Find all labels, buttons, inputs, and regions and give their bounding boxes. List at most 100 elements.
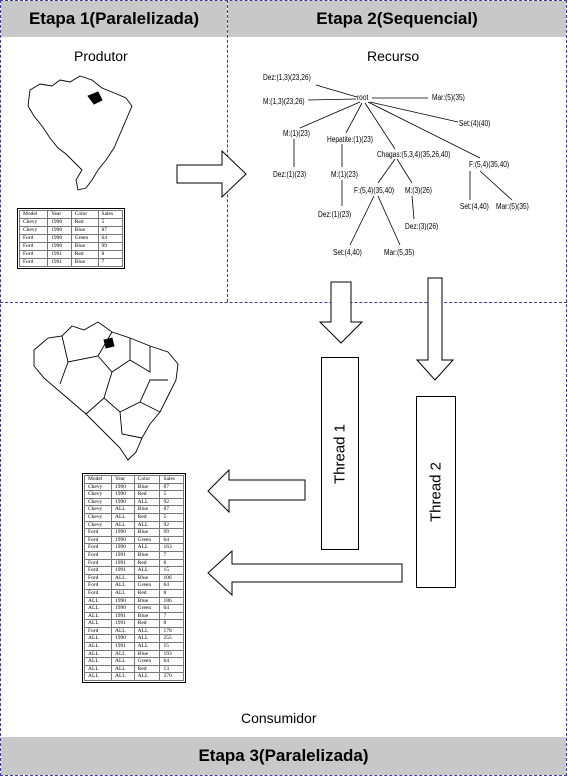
tree-node-m3: M:(3)(26) [405, 186, 432, 195]
table-cell: ALL [84, 672, 112, 682]
table-cell: ALL [133, 497, 161, 507]
arrow-thread2-to-table [207, 549, 403, 597]
table-cell: 1990 [110, 482, 135, 492]
table-cell: 64 [97, 234, 124, 243]
resource-label: Recurso [367, 48, 420, 64]
column-header: Color [70, 210, 99, 219]
table-cell: Blue [133, 482, 161, 492]
table-cell: ALL [110, 626, 135, 636]
table-cell: 1990 [47, 234, 72, 243]
table-cell: 270 [159, 672, 184, 682]
divider-stage1-stage2 [227, 0, 228, 302]
thread2-box: Thread 2 [416, 396, 456, 588]
table-cell: 1990 [110, 535, 135, 545]
table-cell: Ford [84, 535, 112, 545]
table-cell: Blue [70, 242, 99, 251]
table-cell: Blue [133, 596, 161, 606]
table-cell: 99 [159, 528, 184, 537]
table-cell: 1991 [110, 619, 135, 628]
tree-node-f-right: F:(5,4)(35,40) [469, 160, 510, 169]
table-cell: 64 [159, 581, 184, 590]
table-cell: Chevy [84, 512, 112, 522]
table-cell: ALL [110, 505, 135, 514]
table-cell: Ford [18, 242, 49, 251]
table-cell: 1991 [47, 258, 72, 267]
table-cell: ALL [133, 642, 161, 651]
table-cell: 1991 [110, 566, 135, 575]
table-cell: 5 [97, 218, 124, 227]
table-cell: ALL [110, 649, 135, 659]
arrow-thread1-to-table [207, 468, 306, 514]
tree-node-dez3: Dez:(3)(26) [405, 222, 439, 231]
table-cell: 178 [159, 626, 184, 636]
tree-node-hepatite: Hepatite:(1)(23) [327, 135, 373, 144]
table-cell: ALL [110, 588, 135, 598]
table-cell: ALL [84, 611, 112, 621]
consumer-brazil-map [33, 321, 179, 461]
tree-node-chagas: Chagas:(5,3,4)(35,26,40) [377, 150, 451, 159]
table-cell: ALL [110, 512, 135, 522]
table-cell: Red [133, 664, 161, 674]
stage2-label: Etapa 2(Sequencial) [316, 9, 478, 28]
table-cell: 87 [97, 226, 124, 235]
table-cell: 1991 [110, 611, 135, 621]
table-cell: 1991 [110, 642, 135, 651]
table-cell: ALL [133, 566, 161, 575]
table-cell: 92 [159, 520, 184, 530]
stage3-band: Etapa 3(Paralelizada) [1, 737, 566, 775]
table-cell: 1990 [110, 634, 135, 644]
column-header: Year [47, 210, 72, 219]
table-cell: Ford [84, 550, 112, 560]
tree-node-set-top: Set:(4)(40) [459, 119, 491, 128]
tree-node-m1b: M:(1)(23) [331, 170, 358, 179]
table-cell: 1990 [110, 497, 135, 507]
table-cell: ALL [133, 626, 161, 636]
table-cell: Ford [84, 626, 112, 636]
stage2-band: Etapa 2(Sequencial) [228, 1, 566, 37]
table-cell: Chevy [84, 490, 112, 499]
consumer-label: Consumidor [241, 710, 317, 726]
table-cell: Green [133, 581, 161, 590]
table-cell: ALL [84, 619, 112, 628]
thread2-label: Thread 2 [427, 461, 445, 523]
table-cell: ALL [133, 672, 161, 682]
table-cell: ALL [84, 664, 112, 674]
table-cell: 1991 [47, 250, 72, 259]
table-cell: 1990 [110, 490, 135, 499]
table-cell: Blue [70, 226, 99, 235]
tree-node-f-mid: F:(5,4)(35,40) [354, 186, 395, 195]
table-cell: Green [70, 234, 99, 243]
table-cell: 7 [159, 550, 184, 560]
table-cell: 7 [97, 258, 124, 267]
table-cell: 1990 [47, 218, 72, 227]
table-cell: Ford [18, 234, 49, 243]
table-cell: Blue [133, 505, 161, 514]
table-cell: ALL [84, 649, 112, 659]
table-cell: Ford [84, 566, 112, 575]
tree-node-m1: M:(1)(23) [283, 129, 310, 138]
table-cell: 8 [159, 558, 184, 568]
stage3-label: Etapa 3(Paralelizada) [198, 746, 369, 765]
table-cell: 1990 [47, 226, 72, 235]
column-header: Color [133, 475, 161, 484]
thread1-label: Thread 1 [331, 423, 349, 484]
table-cell: Red [133, 588, 161, 598]
